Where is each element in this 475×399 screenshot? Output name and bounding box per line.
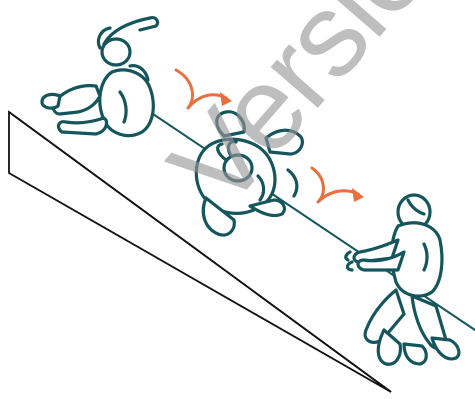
figure-curled-start	[42, 18, 158, 136]
figure-rolling-middle	[196, 112, 302, 235]
figure-kneeling-end	[346, 195, 459, 364]
roll-arrow-2	[312, 168, 364, 202]
roll-arrow-1	[176, 70, 232, 108]
